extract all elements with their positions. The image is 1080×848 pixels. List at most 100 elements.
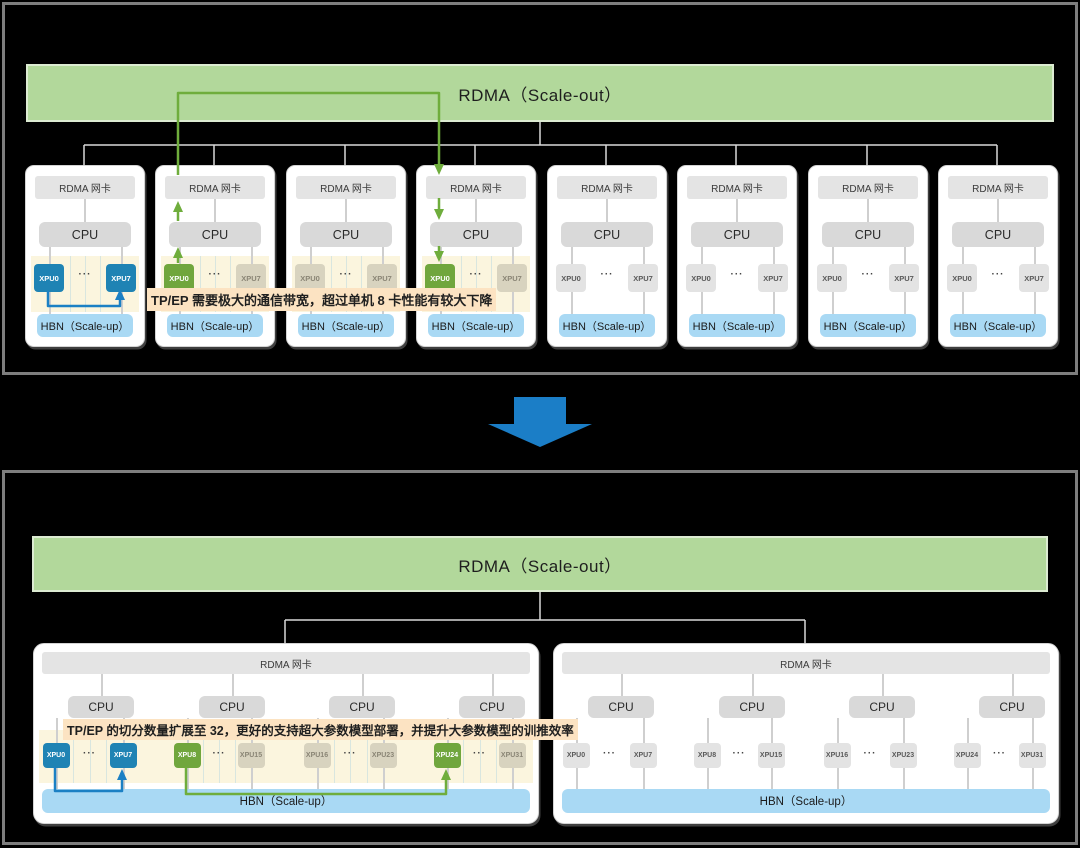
xpu-wire-3 xyxy=(121,292,123,314)
hidden-xpu-line-1 xyxy=(89,730,91,783)
hidden-xpu-line-1 xyxy=(476,256,477,312)
xpu-box-xpu7: XPU7 xyxy=(758,264,788,292)
hidden-xpu-line-2 xyxy=(100,256,101,312)
ellipsis-3: ··· xyxy=(473,748,486,759)
xpu-wire-1 xyxy=(773,247,775,264)
hbn-bar: HBN（Scale-up） xyxy=(820,314,916,337)
ellipsis: ··· xyxy=(861,269,875,280)
xpu-wire-0 xyxy=(832,247,834,264)
xpu-box-xpu7: XPU7 xyxy=(628,264,658,292)
hidden-xpu-line-2 xyxy=(106,730,107,783)
xpu-hbn-wire-5 xyxy=(903,768,905,789)
hidden-xpu-line-0 xyxy=(200,256,201,312)
xpu-box-xpu0: XPU0 xyxy=(295,264,325,292)
xpu-box-xpu7: XPU7 xyxy=(629,743,657,768)
rdma-cpu-wire-1 xyxy=(232,674,234,696)
cpu-xpu-wire-7 xyxy=(1032,718,1034,743)
hbn-bar: HBN（Scale-up） xyxy=(42,789,530,813)
hbn-bar: HBN（Scale-up） xyxy=(167,314,263,337)
xpu-box-xpu0: XPU0 xyxy=(817,264,847,292)
xpu-box-xpu7: XPU7 xyxy=(367,264,397,292)
ellipsis: ··· xyxy=(469,269,483,280)
rdma-cpu-wire-3 xyxy=(1012,674,1014,696)
hbn-bar: HBN（Scale-up） xyxy=(689,314,785,337)
rdma-cpu-wire xyxy=(475,199,477,222)
annotation-bottom: TP/EP 的切分数量扩展至 32，更好的支持超大参数模型部署，并提升大参数模型… xyxy=(63,719,578,740)
xpu-hbn-wire-6 xyxy=(967,768,969,789)
xpu-hbn-wire-2 xyxy=(707,768,709,789)
xpu-wire-3 xyxy=(1034,292,1036,314)
xpu-wire-0 xyxy=(310,247,312,264)
hidden-xpu-line-2 xyxy=(361,256,362,312)
xpu-box-xpu0: XPU0 xyxy=(686,264,716,292)
hbn-bar: HBN（Scale-up） xyxy=(559,314,655,337)
xpu-wire-0 xyxy=(440,247,442,264)
hidden-xpu-line-9 xyxy=(463,730,464,783)
hidden-xpu-line-5 xyxy=(235,730,236,783)
ellipsis: ··· xyxy=(730,269,744,280)
rdma-scale-out-bar-top: RDMA（Scale-out） xyxy=(26,64,1054,122)
xpu-wire-2 xyxy=(832,292,834,314)
ellipsis-3: ··· xyxy=(993,748,1006,759)
cpu-box: CPU xyxy=(561,222,653,247)
hbn-bar: HBN（Scale-up） xyxy=(37,314,133,337)
hidden-xpu-line-0 xyxy=(461,256,462,312)
xpu-wire-3 xyxy=(512,292,514,314)
xpu-wire-0 xyxy=(179,247,181,264)
cpu-box: CPU xyxy=(300,222,392,247)
xpu-box-xpu31: XPU31 xyxy=(498,743,526,768)
ellipsis-0: ··· xyxy=(603,748,616,759)
cpu-box-1: CPU xyxy=(199,696,265,718)
ellipsis-1: ··· xyxy=(212,748,226,759)
rdma-cpu-wire xyxy=(214,199,216,222)
hidden-xpu-line-1 xyxy=(215,256,216,312)
xpu-wire-2 xyxy=(962,292,964,314)
rdma-cpu-wire xyxy=(606,199,608,222)
xpu-hbn-wire-5 xyxy=(383,768,385,789)
xpu-hbn-wire-3 xyxy=(251,768,253,789)
ellipsis: ··· xyxy=(339,269,353,280)
xpu-box-xpu7: XPU7 xyxy=(236,264,266,292)
xpu-wire-2 xyxy=(49,292,51,314)
cpu-box: CPU xyxy=(691,222,783,247)
xpu-hbn-wire-1 xyxy=(123,768,125,789)
hidden-xpu-line-8 xyxy=(366,730,368,783)
xpu-box-xpu24: XPU24 xyxy=(433,743,461,768)
hbn-bar: HBN（Scale-up） xyxy=(562,789,1050,813)
rdma-cpu-wire-0 xyxy=(621,674,623,696)
xpu-box-xpu23: XPU23 xyxy=(889,743,917,768)
ellipsis-2: ··· xyxy=(343,748,357,759)
rdma-cpu-wire xyxy=(997,199,999,222)
rdma-cpu-wire-1 xyxy=(752,674,754,696)
cpu-box-1: CPU xyxy=(719,696,785,718)
xpu-box-xpu7: XPU7 xyxy=(889,264,919,292)
xpu-box-xpu7: XPU7 xyxy=(106,264,136,292)
xpu-box-xpu31: XPU31 xyxy=(1018,743,1046,768)
xpu-wire-2 xyxy=(701,292,703,314)
xpu-wire-1 xyxy=(1034,247,1036,264)
rdma-nic-box: RDMA 网卡 xyxy=(426,176,526,199)
xpu-hbn-wire-7 xyxy=(1032,768,1034,789)
transform-arrow-body xyxy=(514,397,566,424)
rdma-nic-box: RDMA 网卡 xyxy=(687,176,787,199)
ellipsis: ··· xyxy=(991,269,1005,280)
xpu-hbn-wire-4 xyxy=(837,768,839,789)
xpu-hbn-wire-7 xyxy=(512,768,514,789)
hbn-bar: HBN（Scale-up） xyxy=(428,314,524,337)
cpu-box-0: CPU xyxy=(588,696,654,718)
rdma-scale-out-bar-bottom: RDMA（Scale-out） xyxy=(32,536,1048,592)
xpu-box-xpu15: XPU15 xyxy=(237,743,265,768)
xpu-box-xpu0: XPU0 xyxy=(947,264,977,292)
rdma-cpu-wire-3 xyxy=(492,674,494,696)
xpu-wire-1 xyxy=(643,247,645,264)
cpu-box-3: CPU xyxy=(979,696,1045,718)
ellipsis-1: ··· xyxy=(732,748,746,759)
hidden-xpu-line-0 xyxy=(331,256,332,312)
cpu-xpu-wire-2 xyxy=(707,718,709,743)
